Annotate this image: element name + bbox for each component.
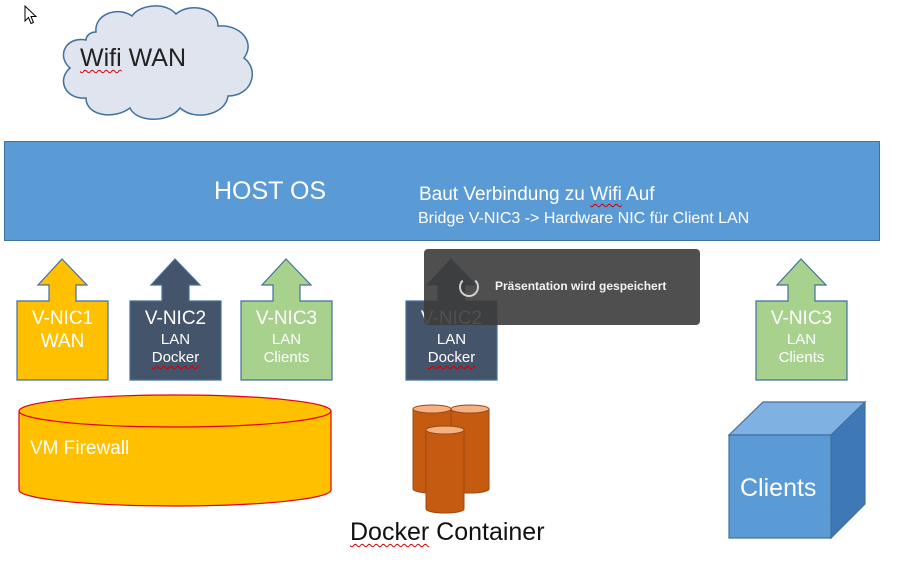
- nic2-line2: Docker: [151, 348, 200, 366]
- docker-cylinders: [412, 404, 490, 514]
- cloud-shape: [62, 5, 254, 120]
- nic5-line2: Clients: [778, 348, 825, 366]
- nic4-line1: LAN: [436, 330, 467, 348]
- nic5-line1: LAN: [786, 330, 817, 348]
- nic1-name: V-NIC1: [31, 308, 94, 329]
- firewall-cylinder: [18, 394, 332, 507]
- clients-cube: [727, 400, 867, 540]
- host-os-title: HOST OS: [214, 177, 327, 205]
- host-line1-pre: Baut Verbindung zu: [419, 184, 591, 205]
- host-line1-post: Auf: [621, 184, 655, 205]
- docker-label: Docker Container: [350, 518, 545, 547]
- mouse-cursor-icon: [24, 4, 38, 25]
- nic2-line1: LAN: [160, 330, 191, 348]
- nic3-arrow: [240, 258, 333, 381]
- cloud-label-word2: WAN: [128, 44, 187, 72]
- nic2-label: V-NIC2 LAN Docker: [129, 308, 222, 367]
- docker-label-word2: Container: [429, 518, 545, 546]
- nic2-arrow: [129, 258, 222, 381]
- nic5-name: V-NIC3: [770, 308, 833, 329]
- firewall-label: VM Firewall: [30, 438, 130, 459]
- nic5-arrow: [755, 258, 848, 381]
- host-os-bar: [4, 141, 880, 241]
- nic2-name: V-NIC2: [144, 308, 207, 329]
- nic1-arrow: [16, 258, 109, 381]
- host-os-line1: Baut Verbindung zu Wifi Auf: [419, 184, 655, 206]
- loading-spinner-icon: [459, 277, 479, 297]
- saving-toast-message: Präsentation wird gespeichert: [495, 279, 667, 293]
- nic1-label: V-NIC1 WAN: [16, 308, 109, 354]
- cloud-label: Wifi WAN: [80, 44, 186, 73]
- nic5-label: V-NIC3 LAN Clients: [755, 308, 848, 367]
- nic3-line1: LAN: [271, 330, 302, 348]
- host-os-line2: Bridge V-NIC3 -> Hardware NIC für Client…: [418, 210, 750, 227]
- nic3-label: V-NIC3 LAN Clients: [240, 308, 333, 367]
- docker-label-word1: Docker: [350, 518, 430, 546]
- nic4-line2: Docker: [427, 348, 476, 366]
- host-line1-word: Wifi: [590, 184, 622, 205]
- cloud-label-word1: Wifi: [80, 44, 122, 72]
- nic1-line1: WAN: [40, 330, 85, 352]
- nic3-name: V-NIC3: [255, 308, 318, 329]
- nic3-line2: Clients: [263, 348, 310, 366]
- clients-label: Clients: [740, 474, 817, 502]
